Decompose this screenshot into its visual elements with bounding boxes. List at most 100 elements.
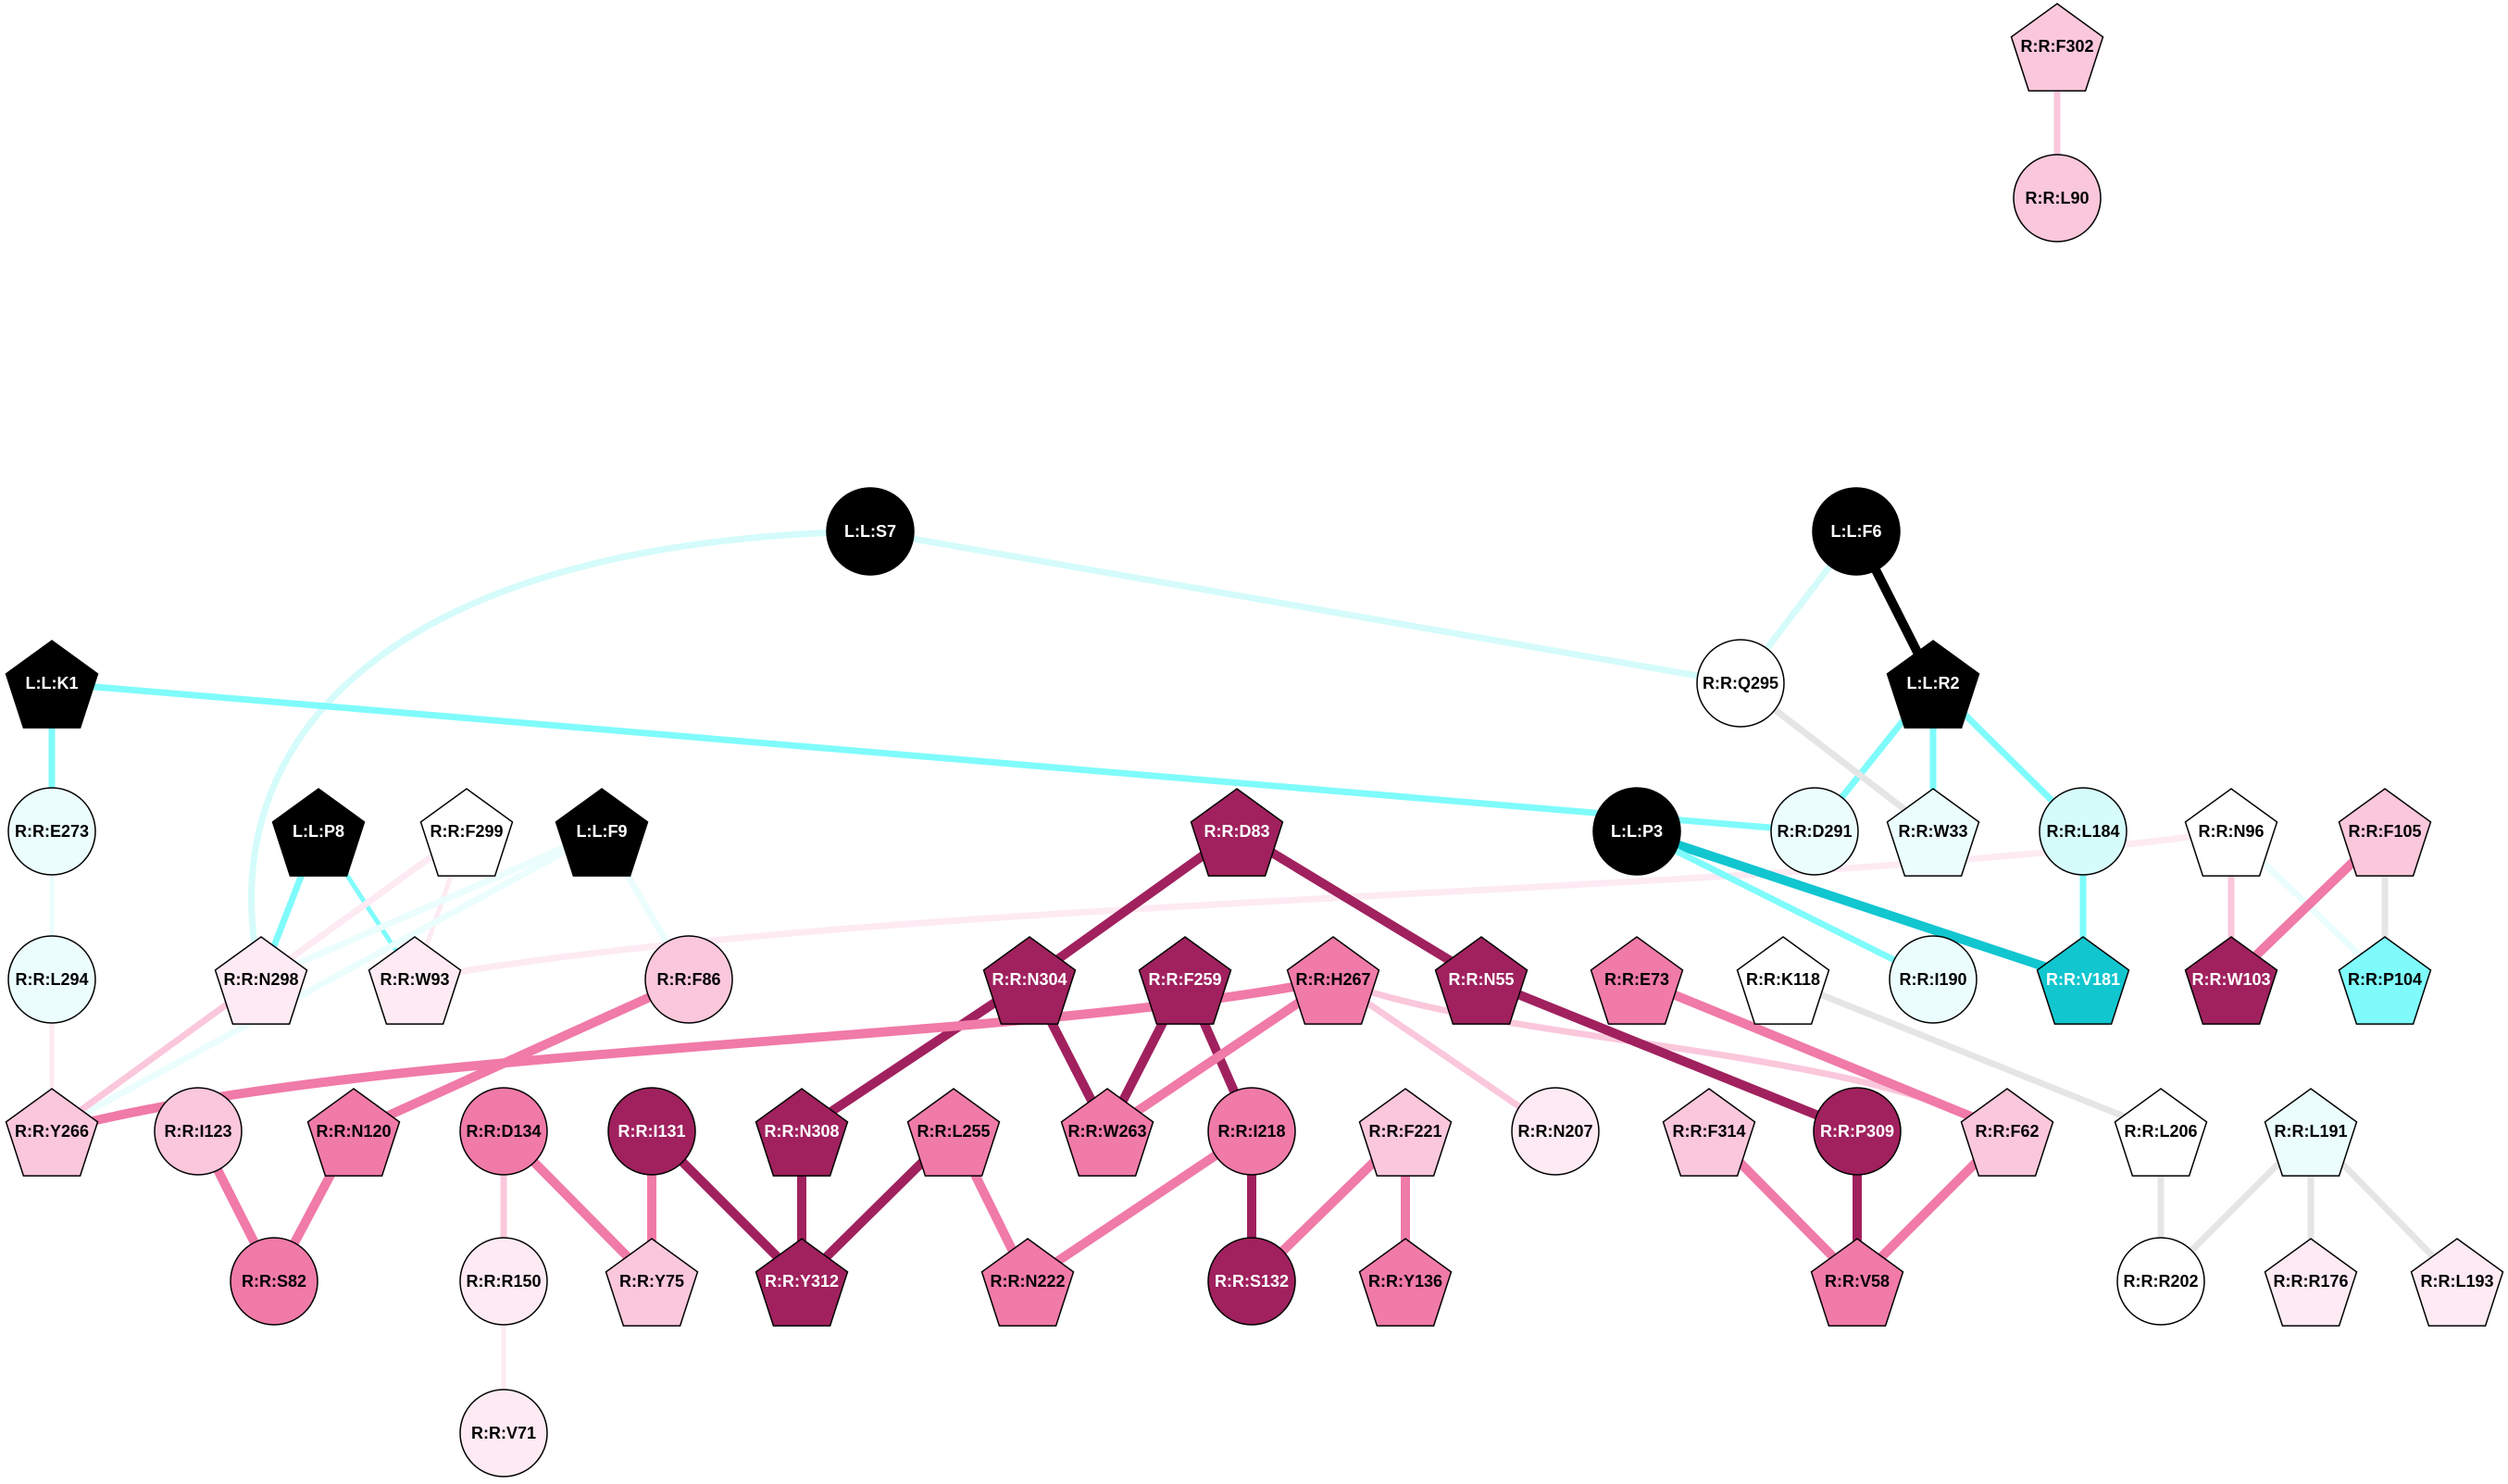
node-n55[interactable]: R:R:N55 [1434, 936, 1529, 1025]
node-f6[interactable]: L:L:F6 [1812, 487, 1901, 576]
node-w103[interactable]: R:R:W103 [2184, 936, 2278, 1025]
node-q295[interactable]: R:R:Q295 [1696, 639, 1785, 728]
edge-i218-n222 [1023, 1127, 1256, 1286]
node-i218-label: R:R:I218 [1217, 1122, 1285, 1141]
node-r2[interactable]: L:L:R2 [1886, 640, 1980, 729]
node-p309[interactable]: R:R:P309 [1813, 1087, 1902, 1176]
edge-n55-p309 [1477, 975, 1862, 1136]
node-e273[interactable]: R:R:E273 [7, 787, 96, 876]
node-i190[interactable]: R:R:I190 [1889, 935, 1978, 1024]
node-n304-shape [982, 936, 1077, 1025]
node-n304-label: R:R:N304 [992, 970, 1067, 989]
node-l206-shape [2114, 1088, 2208, 1177]
node-w93-label: R:R:W93 [381, 970, 450, 989]
node-n207[interactable]: R:R:N207 [1511, 1087, 1600, 1176]
node-p3-shape [1592, 787, 1681, 876]
node-i131[interactable]: R:R:I131 [607, 1087, 696, 1176]
node-s132[interactable]: R:R:S132 [1207, 1237, 1296, 1326]
node-f9-shape [555, 788, 649, 877]
node-f62[interactable]: R:R:F62 [1960, 1088, 2054, 1177]
node-n298[interactable]: R:R:N298 [214, 936, 308, 1025]
node-k118[interactable]: R:R:K118 [1736, 936, 1830, 1025]
node-n222[interactable]: R:R:N222 [980, 1238, 1075, 1327]
node-p3[interactable]: L:L:P3 [1592, 787, 1681, 876]
node-n120[interactable]: R:R:N120 [306, 1088, 401, 1177]
node-l184[interactable]: R:R:L184 [2039, 787, 2127, 876]
node-k1[interactable]: L:L:K1 [5, 640, 99, 729]
node-v71-shape [459, 1389, 548, 1478]
node-y266[interactable]: R:R:Y266 [5, 1088, 99, 1177]
node-i190-shape [1889, 935, 1978, 1024]
node-f105[interactable]: R:R:F105 [2338, 788, 2432, 877]
node-r150[interactable]: R:R:R150 [459, 1237, 548, 1326]
node-n308[interactable]: R:R:N308 [755, 1088, 849, 1177]
node-l255-shape [906, 1088, 1001, 1177]
node-l294-label: R:R:L294 [15, 970, 88, 989]
node-w263[interactable]: R:R:W263 [1060, 1088, 1154, 1177]
node-v58[interactable]: R:R:V58 [1810, 1238, 1904, 1327]
node-n96-shape [2184, 788, 2278, 877]
node-r2-shape [1886, 640, 1980, 729]
node-f62-label: R:R:F62 [1975, 1122, 2039, 1141]
node-f86[interactable]: R:R:F86 [644, 935, 733, 1024]
node-h267[interactable]: R:R:H267 [1286, 936, 1380, 1025]
node-n207-shape [1511, 1087, 1600, 1176]
edge-f9-y266 [48, 828, 605, 1135]
node-n304[interactable]: R:R:N304 [982, 936, 1077, 1025]
node-y266-shape [5, 1088, 99, 1177]
node-f299[interactable]: R:R:F299 [419, 788, 514, 877]
node-s82-shape [230, 1237, 318, 1326]
node-f221[interactable]: R:R:F221 [1358, 1088, 1453, 1177]
node-s82[interactable]: R:R:S82 [230, 1237, 318, 1326]
node-n96[interactable]: R:R:N96 [2184, 788, 2278, 877]
node-s7[interactable]: L:L:S7 [826, 487, 915, 576]
node-i123[interactable]: R:R:I123 [154, 1087, 243, 1176]
node-e273-label: R:R:E273 [15, 822, 89, 841]
node-l294[interactable]: R:R:L294 [7, 935, 96, 1024]
node-v181[interactable]: R:R:V181 [2036, 936, 2130, 1025]
node-y75[interactable]: R:R:Y75 [605, 1238, 699, 1327]
node-i218[interactable]: R:R:I218 [1207, 1087, 1296, 1176]
node-k118-shape [1736, 936, 1830, 1025]
node-f314[interactable]: R:R:F314 [1662, 1088, 1756, 1177]
node-y136[interactable]: R:R:Y136 [1358, 1238, 1453, 1327]
node-f299-label: R:R:F299 [430, 822, 503, 841]
node-p104[interactable]: R:R:P104 [2338, 936, 2432, 1025]
node-v181-label: R:R:V181 [2046, 970, 2120, 989]
node-w33[interactable]: R:R:W33 [1886, 788, 1980, 877]
node-f221-shape [1358, 1088, 1453, 1177]
node-r202[interactable]: R:R:R202 [2116, 1237, 2205, 1326]
node-r176[interactable]: R:R:R176 [2264, 1238, 2358, 1327]
node-l191[interactable]: R:R:L191 [2264, 1088, 2358, 1177]
edge-s7-q295 [867, 528, 1744, 687]
node-l193-shape [2410, 1238, 2504, 1327]
node-y312[interactable]: R:R:Y312 [755, 1238, 849, 1327]
node-l193[interactable]: R:R:L193 [2410, 1238, 2504, 1327]
node-f259-shape [1138, 936, 1232, 1025]
node-l90-shape [2013, 154, 2102, 243]
node-d134-shape [459, 1087, 548, 1176]
node-r176-label: R:R:R176 [2273, 1272, 2348, 1291]
node-d291[interactable]: R:R:D291 [1770, 787, 1859, 876]
node-w93[interactable]: R:R:W93 [368, 936, 462, 1025]
node-l191-shape [2264, 1088, 2358, 1177]
node-l90[interactable]: R:R:L90 [2013, 154, 2102, 243]
node-v71[interactable]: R:R:V71 [459, 1389, 548, 1478]
node-n120-shape [306, 1088, 401, 1177]
node-v71-label: R:R:V71 [471, 1424, 536, 1442]
node-p8[interactable]: L:L:P8 [271, 788, 366, 877]
node-w263-shape [1060, 1088, 1154, 1177]
node-w103-label: R:R:W103 [2191, 970, 2270, 989]
node-f259[interactable]: R:R:F259 [1138, 936, 1232, 1025]
node-d83[interactable]: R:R:D83 [1190, 788, 1284, 877]
node-l255[interactable]: R:R:L255 [906, 1088, 1001, 1177]
node-d134[interactable]: R:R:D134 [459, 1087, 548, 1176]
node-w263-label: R:R:W263 [1067, 1122, 1146, 1141]
node-f302[interactable]: R:R:F302 [2010, 3, 2104, 92]
node-l206[interactable]: R:R:L206 [2114, 1088, 2208, 1177]
node-f9[interactable]: L:L:F9 [555, 788, 649, 877]
node-e73[interactable]: R:R:E73 [1590, 936, 1684, 1025]
node-r202-label: R:R:R202 [2123, 1272, 2198, 1291]
node-n55-label: R:R:N55 [1448, 970, 1514, 989]
node-r150-label: R:R:R150 [466, 1272, 541, 1291]
